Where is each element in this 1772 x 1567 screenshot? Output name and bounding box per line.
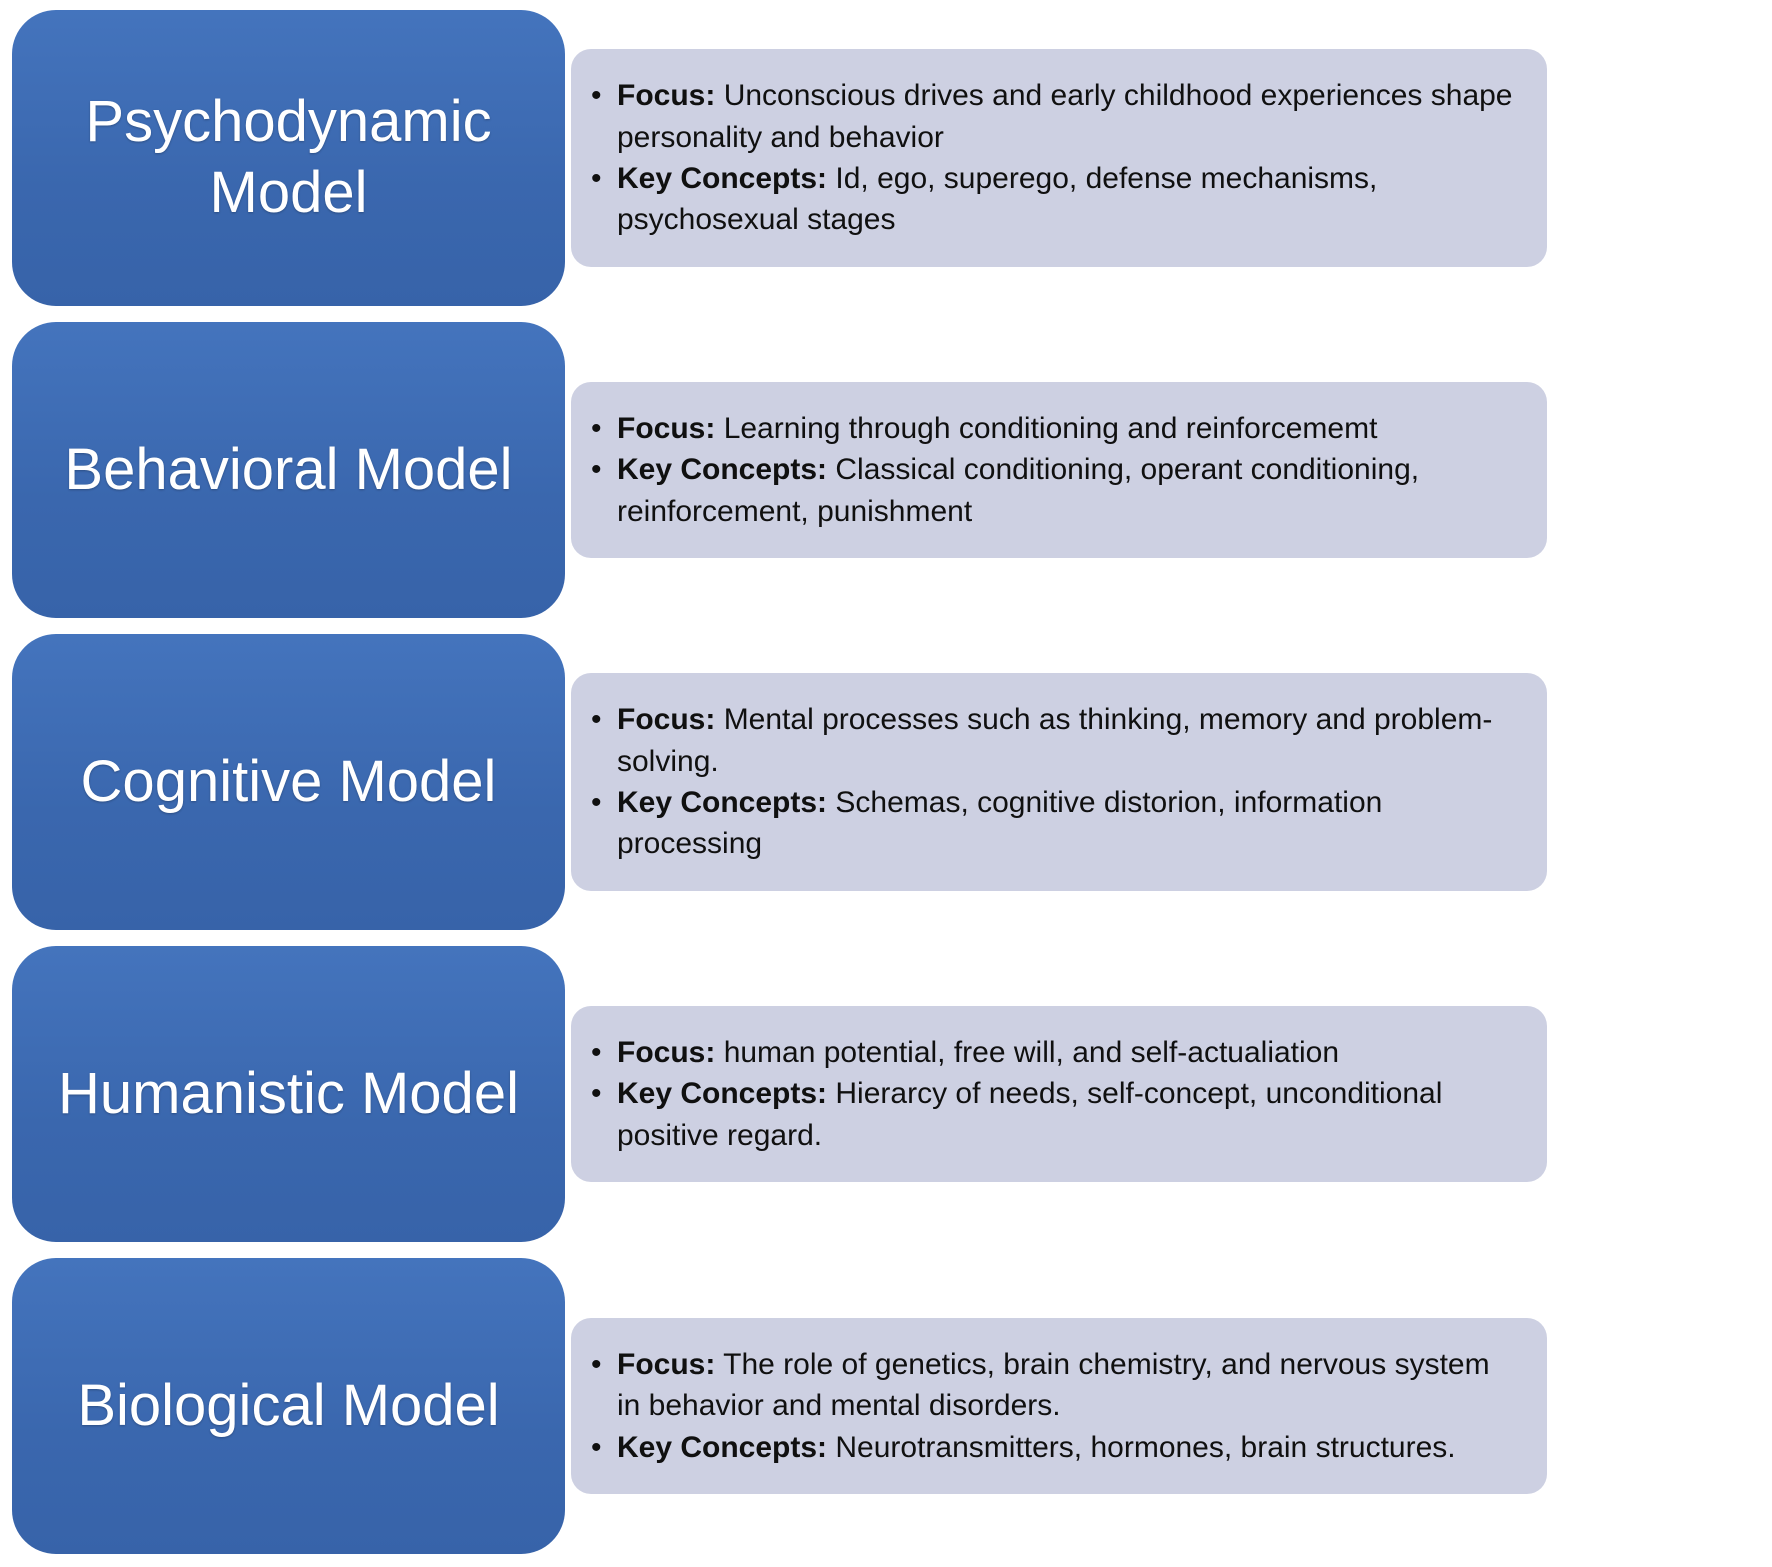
bullet-item: • Focus: Learning through conditioning a…: [591, 408, 1513, 449]
bullet-marker: •: [591, 79, 602, 113]
bullet-marker: •: [591, 1347, 602, 1381]
bullet-text: human potential, free will, and self-act…: [723, 1035, 1340, 1069]
bullet-marker: •: [591, 453, 602, 487]
bullet-item: • Key Concepts: Neurotransmitters, hormo…: [591, 1427, 1513, 1468]
bullet-text: Classical conditioning, operant conditio…: [617, 453, 1420, 528]
model-title: Psychodynamic Model: [85, 89, 492, 225]
bullet-text: Hierarcy of needs, self-concept, uncondi…: [617, 1077, 1443, 1152]
bullet-label: Key Concepts:: [617, 786, 828, 819]
model-row-behavioral: Behavioral Model • Focus: Learning throu…: [12, 322, 1547, 618]
model-details-box: • Focus: Learning through conditioning a…: [571, 381, 1547, 559]
bullet-label: Key Concepts:: [617, 453, 828, 487]
bullet-item: • Focus: Mental processes such as thinki…: [591, 699, 1513, 782]
bullet-text: Neurotransmitters, hormones, brain struc…: [835, 1430, 1456, 1464]
model-details-box: • Focus: The role of genetics, brain che…: [571, 1317, 1547, 1495]
model-title-box: Psychodynamic Model: [12, 10, 565, 306]
model-title-box: Biological Model: [12, 1258, 565, 1554]
bullet-marker: •: [591, 1077, 602, 1111]
bullet-text: The role of genetics, brain chemistry, a…: [617, 1347, 1490, 1423]
bullet-marker: •: [591, 162, 602, 195]
model-title: Biological Model: [77, 1372, 500, 1438]
bullet-label: Focus:: [617, 1347, 716, 1381]
bullet-text: Schemas, cognitive distorion, informatio…: [617, 786, 1383, 861]
bullet-item: • Focus: The role of genetics, brain che…: [591, 1344, 1513, 1427]
model-details-box: • Focus: Unconscious drives and early ch…: [571, 49, 1547, 267]
bullet-label: Focus:: [617, 79, 716, 113]
bullet-marker: •: [591, 411, 602, 445]
bullet-marker: •: [591, 1430, 602, 1464]
model-details-box: • Focus: human potential, free will, and…: [571, 1005, 1547, 1183]
model-details-box: • Focus: Mental processes such as thinki…: [571, 673, 1547, 891]
bullet-label: Focus:: [617, 1035, 716, 1069]
bullet-text: Id, ego, superego, defense mechanisms, p…: [617, 162, 1378, 237]
model-row-biological: Biological Model • Focus: The role of ge…: [12, 1258, 1547, 1554]
model-title-box: Humanistic Model: [12, 946, 565, 1242]
bullet-item: • Key Concepts: Id, ego, superego, defen…: [591, 158, 1513, 241]
model-title-box: Cognitive Model: [12, 634, 565, 930]
model-title: Cognitive Model: [80, 748, 497, 814]
bullet-label: Focus:: [617, 703, 716, 737]
bullet-text: Learning through conditioning and reinfo…: [723, 411, 1378, 445]
model-title: Humanistic Model: [58, 1060, 519, 1126]
bullet-item: • Key Concepts: Schemas, cognitive disto…: [591, 782, 1513, 865]
bullet-item: • Key Concepts: Classical conditioning, …: [591, 449, 1513, 532]
bullet-text: Mental processes such as thinking, memor…: [617, 703, 1493, 778]
bullet-marker: •: [591, 786, 602, 819]
model-title: Behavioral Model: [64, 436, 513, 502]
bullet-label: Key Concepts:: [617, 1077, 828, 1111]
bullet-marker: •: [591, 1035, 602, 1069]
bullet-text: Unconscious drives and early childhood e…: [617, 79, 1513, 154]
bullet-label: Key Concepts:: [617, 1430, 828, 1464]
model-row-cognitive: Cognitive Model • Focus: Mental processe…: [12, 634, 1547, 930]
bullet-label: Focus:: [617, 411, 716, 445]
bullet-item: • Key Concepts: Hierarcy of needs, self-…: [591, 1073, 1513, 1156]
model-title-box: Behavioral Model: [12, 322, 565, 618]
bullet-marker: •: [591, 703, 602, 737]
bullet-label: Key Concepts:: [617, 162, 828, 195]
bullet-item: • Focus: human potential, free will, and…: [591, 1032, 1513, 1073]
bullet-item: • Focus: Unconscious drives and early ch…: [591, 75, 1513, 158]
model-row-humanistic: Humanistic Model • Focus: human potentia…: [12, 946, 1547, 1242]
model-row-psychodynamic: Psychodynamic Model • Focus: Unconscious…: [12, 10, 1547, 306]
